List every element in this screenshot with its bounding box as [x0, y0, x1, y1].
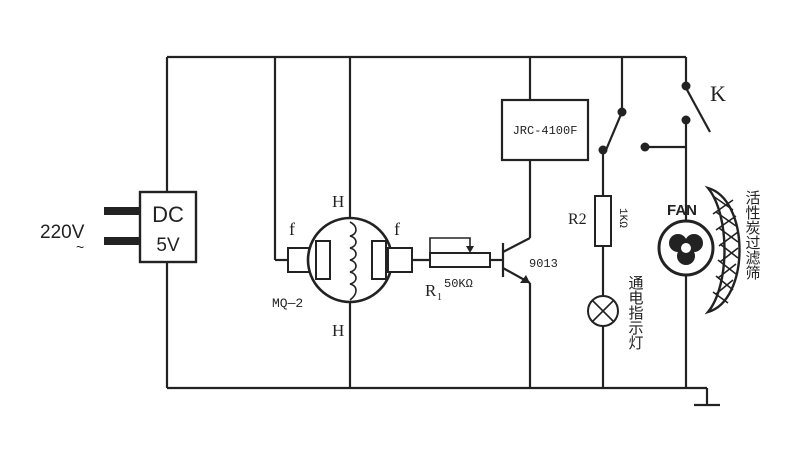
heater-coil [349, 221, 357, 301]
relay-model-label: JRC-4100F [513, 124, 578, 138]
switch-k-label: K [710, 81, 726, 106]
switch-k [640, 81, 711, 152]
indicator-label: 通电指示灯 [627, 275, 644, 351]
relay-contact-switch [598, 107, 627, 155]
sensor-heater-bottom-label: H [332, 321, 344, 340]
ac-tilde-label: ~ [76, 239, 84, 255]
sensor-name-label: MQ—2 [272, 296, 303, 311]
sensor-filament-right-label: f [394, 219, 400, 239]
carbon-filter [704, 185, 741, 315]
wires [165, 55, 720, 407]
indicator-lamp [587, 295, 619, 327]
sensor-filament-left-label: f [289, 219, 295, 239]
dc-module-voltage: 5V [156, 235, 180, 256]
gas-sensor-mq2 [287, 216, 413, 304]
power-plug [104, 207, 140, 245]
pot-value-label: 50KΩ [444, 277, 473, 291]
dc-module-label: DC [152, 202, 184, 227]
relay-coil [500, 98, 590, 162]
resistor-r2 [594, 195, 612, 247]
transistor-9013 [501, 237, 531, 284]
transistor-model-label: 9013 [529, 257, 558, 271]
input-voltage-label: 220V [40, 222, 85, 243]
r2-name-label: R2 [568, 211, 587, 228]
pot-subscript-label: 1 [437, 292, 442, 303]
fan-label: FAN [667, 202, 697, 219]
filter-label: 活性炭过滤筛 [744, 190, 761, 280]
pot-name-label: R [425, 281, 437, 300]
r2-value-label: 1KΩ [616, 208, 628, 228]
potentiometer-r1 [429, 237, 491, 268]
sensor-heater-top-label: H [332, 192, 344, 211]
fan-motor [657, 219, 715, 277]
dc-module [138, 190, 198, 264]
